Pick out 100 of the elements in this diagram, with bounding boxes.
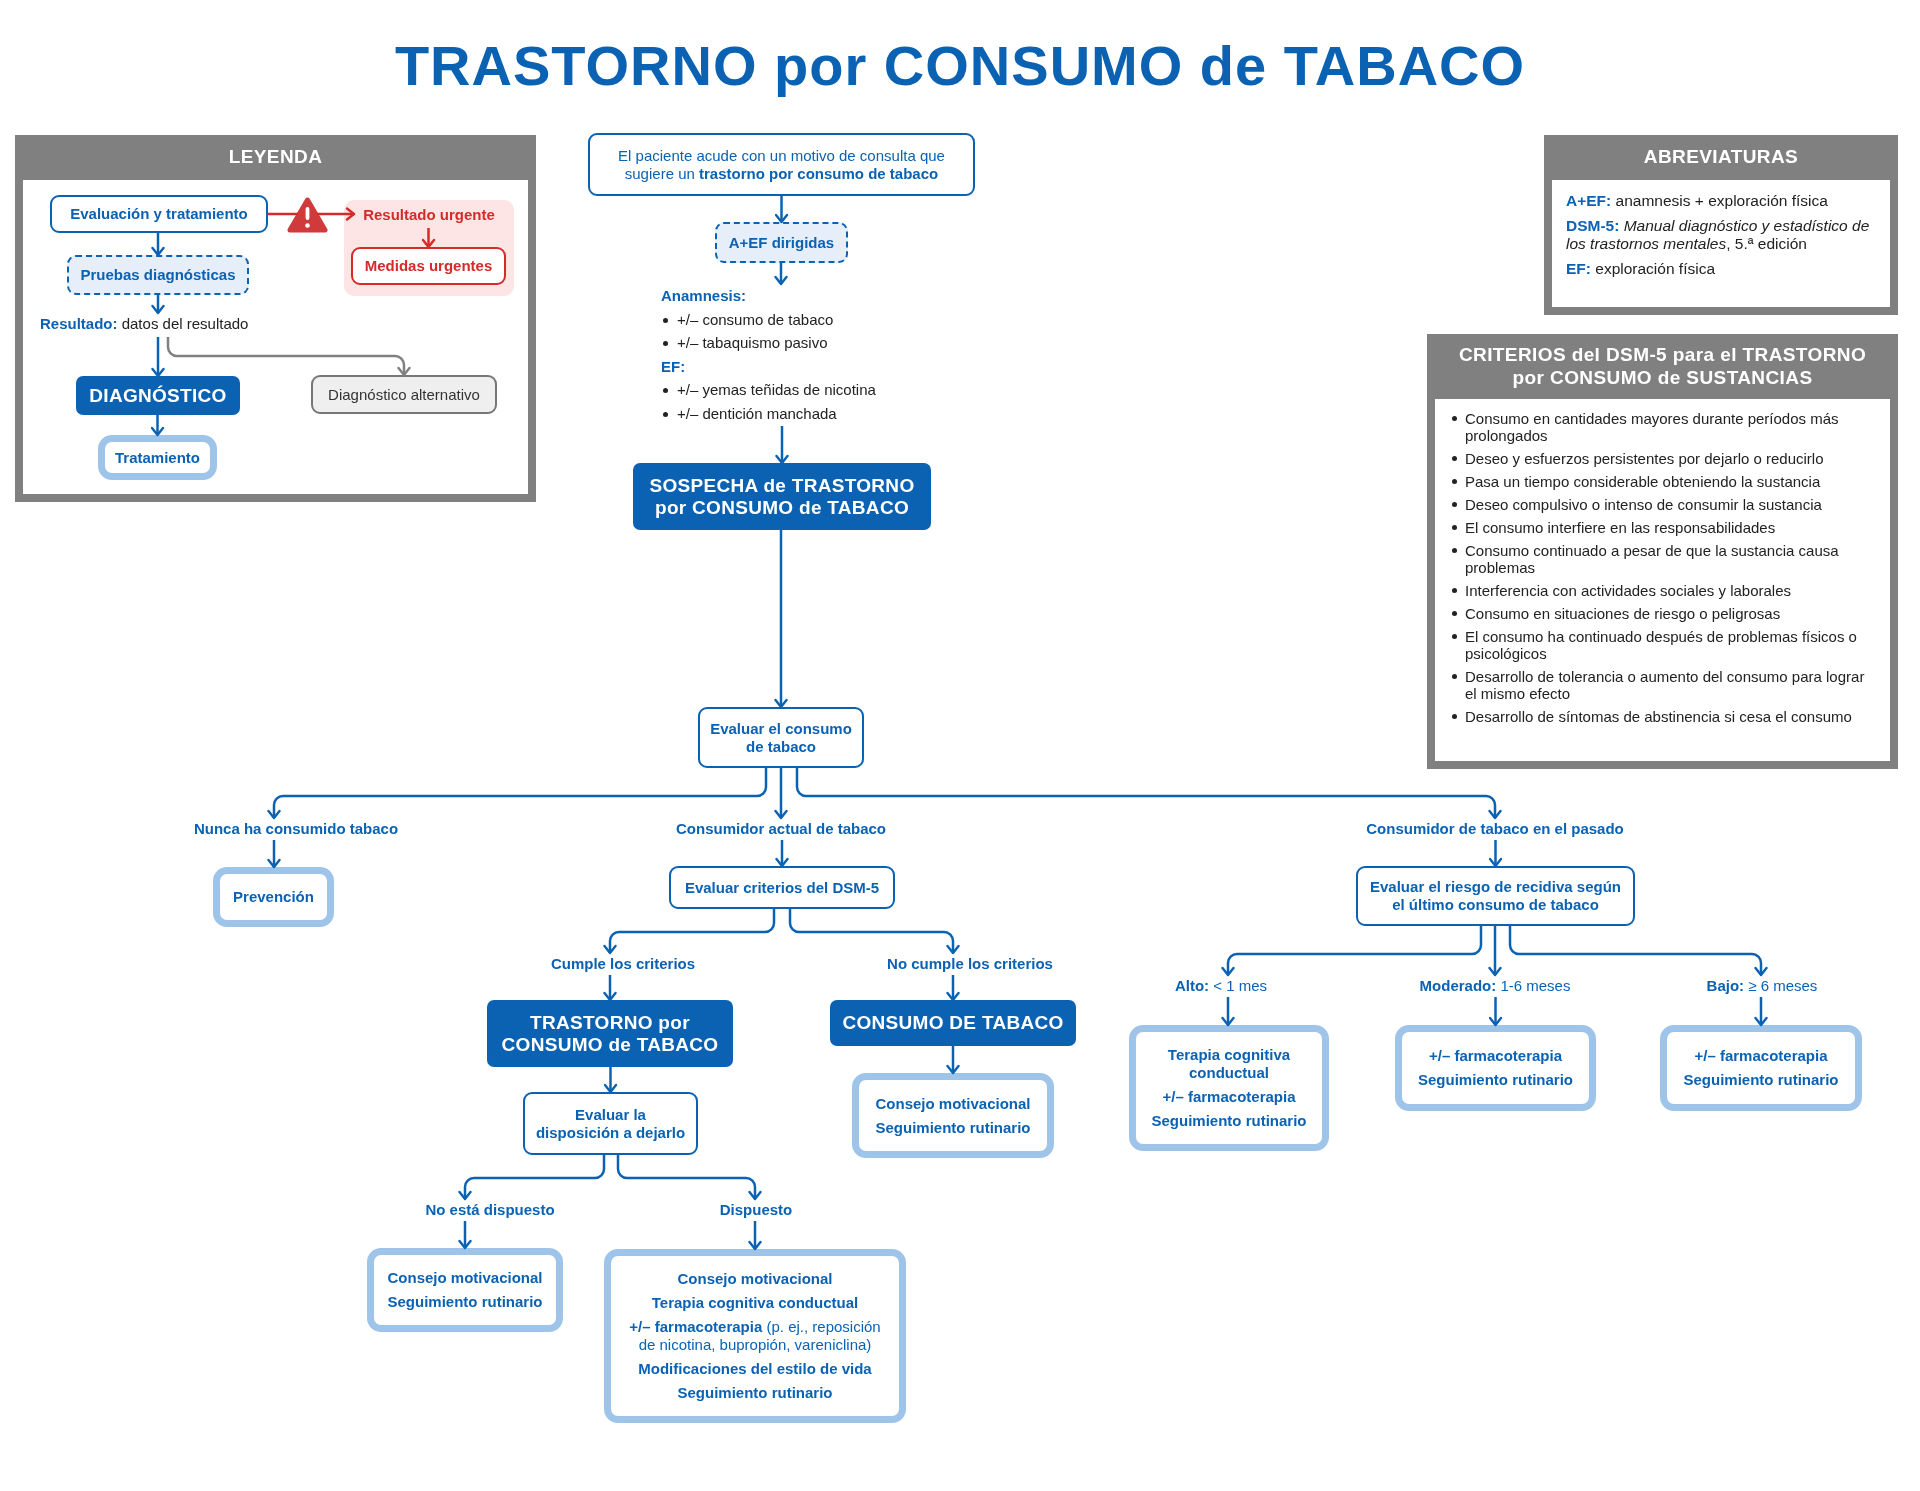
- connector-line: [268, 212, 298, 216]
- treatment-text: Consejo motivacional: [677, 1270, 833, 1288]
- step-text: Diagnóstico alternativo: [328, 385, 480, 404]
- diagram-title: TRASTORNO por CONSUMO de TABACO: [394, 34, 1526, 99]
- section-heading: Anamnesis:: [661, 286, 748, 306]
- treatment-text: Terapia cognitiva conductual: [651, 1294, 859, 1312]
- process-box: [588, 133, 975, 196]
- branch-label: No cumple los criterios: [880, 953, 1060, 975]
- treatment-text: +/– farmacoterapia: [1429, 1047, 1562, 1065]
- abbreviation-entry: DSM-5: Manual diagnóstico y estadístico de los trastornos mentales, 5.ª edición: [1566, 217, 1871, 253]
- treatment-text: +/– farmacoterapia (p. ej., reposición de nicotina, bupropión, vareniclina): [628, 1318, 882, 1354]
- treatment-box: [852, 1073, 1054, 1158]
- arrow: [775, 840, 789, 868]
- arrow: [774, 263, 788, 286]
- treatment-box: [604, 1249, 906, 1423]
- treatment-text: +/– farmacoterapia: [1162, 1088, 1296, 1106]
- diagnosis-box: [76, 376, 240, 415]
- arrow: [946, 1046, 960, 1075]
- arrow: [788, 909, 960, 955]
- treatment-text: Tratamiento: [115, 448, 200, 467]
- criteria-item: Consumo en situaciones de riesgo o peligrosas: [1451, 605, 1880, 622]
- arrow: [150, 415, 165, 437]
- diagnosis-box: [830, 1000, 1076, 1046]
- criteria-item: Deseo compulsivo o intenso de consumir la sustancia: [1451, 496, 1880, 513]
- finding-item: +/– tabaquismo pasivo: [661, 331, 911, 355]
- urgent-panel: [344, 200, 514, 296]
- step-text: Evaluar la disposición a dejarlo: [534, 1105, 687, 1142]
- diagnosis-text: TRASTORNO por CONSUMO de TABACO: [500, 1011, 720, 1056]
- criteria-item: Consumo en cantidades mayores durante períodos más prolongados: [1451, 410, 1880, 444]
- branch-label: Nunca ha consumido tabaco: [188, 818, 404, 840]
- arrow: [421, 228, 436, 249]
- arrow: [151, 295, 165, 315]
- arrow: [267, 840, 281, 869]
- step-text: Evaluación y tratamiento: [70, 205, 248, 223]
- arrow: [1488, 997, 1503, 1027]
- arrow: [458, 1221, 472, 1250]
- diagnosis-text: DIAGNÓSTICO: [89, 384, 227, 407]
- arrow: [1488, 840, 1503, 868]
- abbreviation-entry: EF: exploración física: [1566, 260, 1717, 278]
- treatment-text: Seguimiento rutinario: [1418, 1071, 1573, 1089]
- treatment-text: Seguimiento rutinario: [1683, 1071, 1839, 1089]
- treatment-text: Seguimiento rutinario: [1151, 1112, 1307, 1130]
- arrow: [166, 337, 411, 377]
- treatment-text: Consejo motivacional: [387, 1269, 543, 1287]
- arrow: [748, 1221, 762, 1251]
- treatment-box: [213, 867, 334, 927]
- urgent-label: Resultado urgente: [354, 204, 504, 228]
- treatment-text: Prevención: [233, 888, 314, 906]
- arrow: [151, 233, 165, 257]
- result-label: Resultado: datos del resultado: [40, 313, 290, 337]
- arrow: [603, 909, 776, 955]
- process-box: [50, 195, 268, 233]
- arrow: [151, 337, 165, 378]
- process-box: [669, 866, 895, 909]
- process-box: [698, 707, 864, 768]
- criteria-item: Desarrollo de síntomas de abstinencia si cesa el consumo: [1451, 708, 1880, 725]
- treatment-text: Consejo motivacional: [875, 1094, 1031, 1113]
- step-text: A+EF dirigidas: [728, 233, 835, 252]
- section-heading: EF:: [661, 356, 687, 377]
- treatment-text: +/– farmacoterapia: [1694, 1047, 1828, 1065]
- dashed-process-box: [715, 222, 848, 263]
- dashed-process-box: [67, 255, 249, 295]
- urgent-text: Medidas urgentes: [364, 257, 493, 275]
- treatment-text: Seguimiento rutinario: [677, 1384, 833, 1402]
- arrow: [1488, 926, 1502, 977]
- diagnosis-box: [487, 1000, 733, 1067]
- panel-title: ABREVIATURAS: [1643, 146, 1799, 169]
- finding-item: +/– yemas teñidas de nicotina: [661, 378, 911, 402]
- branch-label: No está dispuesto: [417, 1199, 563, 1221]
- arrow: [458, 1155, 606, 1201]
- arrow: [317, 207, 356, 221]
- arrow: [946, 975, 960, 1002]
- step-text: Pruebas diagnósticas: [80, 266, 236, 284]
- treatment-text: Seguimiento rutinario: [875, 1118, 1031, 1137]
- arrow: [774, 196, 789, 224]
- arrow: [1221, 926, 1483, 977]
- finding-item: +/– consumo de tabaco: [661, 307, 911, 331]
- branch-label: Consumidor de tabaco en el pasado: [1360, 818, 1630, 840]
- arrow: [1754, 997, 1768, 1027]
- branch-label: Alto: < 1 mes: [1160, 975, 1282, 997]
- criteria-item: Desarrollo de tolerancia o aumento del consumo para lograr el mismo efecto: [1451, 668, 1880, 702]
- treatment-text: Modificaciones del estilo de vida: [638, 1360, 872, 1378]
- process-box: [523, 1092, 698, 1155]
- warning-icon: [287, 196, 328, 234]
- treatment-text: Terapia cognitiva conductual: [1166, 1046, 1292, 1082]
- step-text: Evaluar el riesgo de recidiva según el último consumo de tabaco: [1369, 878, 1622, 914]
- step-text: Evaluar criterios del DSM-5: [684, 878, 880, 897]
- diagnosis-text: SOSPECHA de TRASTORNO por CONSUMO de TABACO: [648, 474, 916, 519]
- arrow: [616, 1155, 762, 1201]
- criteria-item: Interferencia con actividades sociales y laborales: [1451, 582, 1880, 599]
- arrow: [774, 530, 788, 709]
- arrow: [1508, 926, 1768, 977]
- diagnosis-box: [633, 463, 931, 530]
- arrow: [795, 768, 1502, 820]
- urgent-measures-box: [351, 247, 506, 285]
- branch-label: Moderado: 1-6 meses: [1410, 975, 1580, 997]
- panel-title: CRITERIOS del DSM-5 para el TRASTORNO por CONSUMO de SUSTANCIAS: [1457, 343, 1868, 390]
- abbreviations-panel: [1544, 135, 1898, 315]
- arrow: [603, 1067, 618, 1094]
- arrow: [775, 426, 789, 465]
